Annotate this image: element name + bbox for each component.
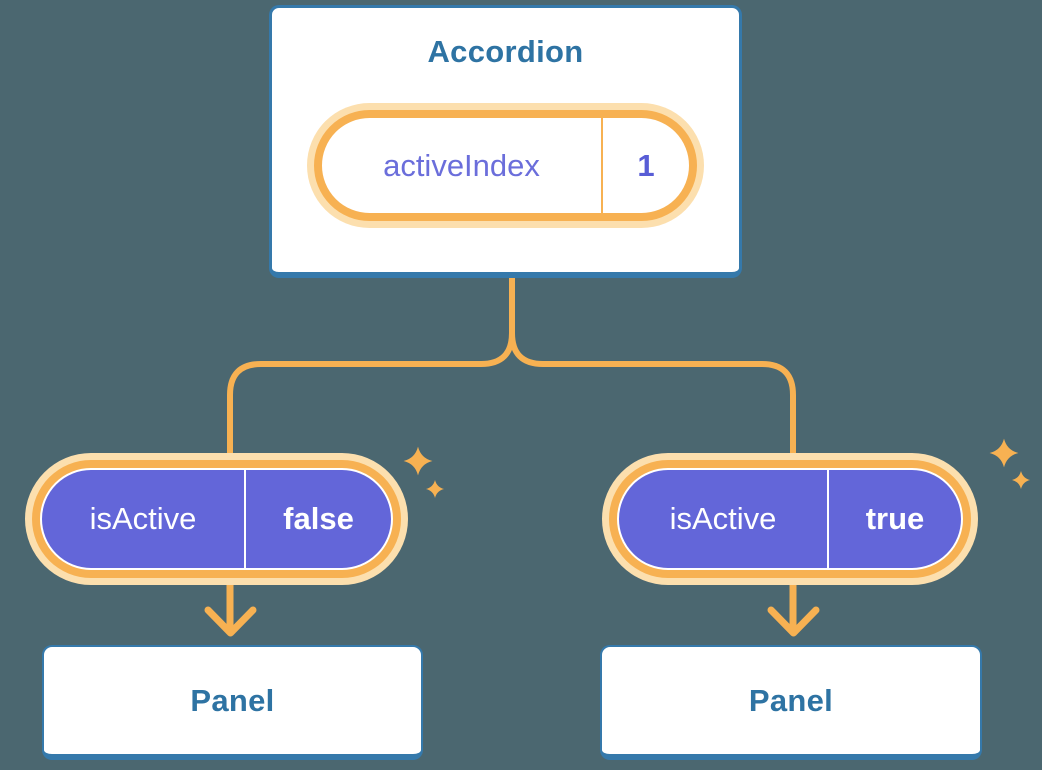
state-name-label: activeIndex (383, 147, 540, 183)
accordion-title: Accordion (427, 34, 584, 69)
pill-divider (601, 118, 603, 213)
panel-title: Panel (190, 682, 275, 718)
prop-name-label: isActive (89, 501, 197, 536)
pill-divider (244, 470, 246, 568)
arrow-down-right-icon (767, 606, 820, 637)
arrow-down-left-icon (204, 606, 257, 637)
sparkle-icon (989, 438, 1019, 468)
prop-value-label: true (865, 501, 925, 536)
panel-title: Panel (748, 682, 834, 718)
sparkle-icon (403, 446, 433, 476)
pill-divider (827, 470, 829, 568)
state-value-label: 1 (637, 147, 655, 183)
panel-card-right: Panel (600, 645, 982, 760)
prop-name-label: isActive (669, 501, 777, 536)
sparkle-icon (426, 480, 444, 498)
panel-card-left: Panel (42, 645, 423, 760)
connector-left-branch (227, 272, 515, 456)
prop-pill-isactive-right: isActive true (617, 468, 963, 570)
sparkle-icon (1012, 471, 1030, 489)
accordion-card: Accordion activeIndex 1 (269, 5, 742, 278)
state-pill-activeindex: activeIndex 1 (314, 110, 697, 221)
prop-pill-isactive-left: isActive false (40, 468, 393, 570)
connector-right-branch (509, 272, 796, 456)
prop-value-label: false (283, 501, 354, 536)
